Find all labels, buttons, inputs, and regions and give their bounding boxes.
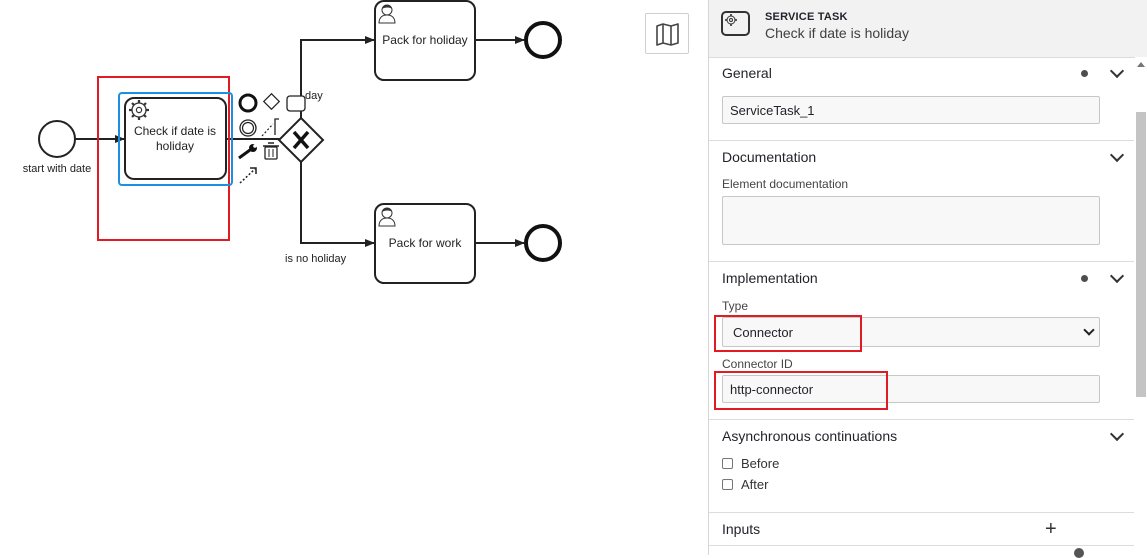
- async-after-label: After: [741, 477, 769, 492]
- async-before-checkbox[interactable]: [722, 458, 733, 469]
- implementation-type-select[interactable]: Connector: [722, 317, 1100, 347]
- connect-icon[interactable]: [239, 167, 257, 184]
- flow-no-holiday-label: is no holiday: [285, 253, 347, 265]
- connector-id-highlight-box: [714, 371, 888, 410]
- group-inputs: Inputs +: [709, 513, 1134, 546]
- group-async-title: Asynchronous continuations: [722, 428, 898, 444]
- flow-gateway-to-holiday[interactable]: [300, 36, 375, 119]
- gateway-x-icon: [292, 130, 310, 150]
- service-task-gear-icon: [129, 100, 149, 120]
- exclusive-gateway[interactable]: [277, 116, 325, 164]
- type-highlight-box: [714, 315, 862, 352]
- group-documentation-title: Documentation: [722, 149, 817, 165]
- diagram-svg[interactable]: start with date Check if date is holiday: [0, 0, 708, 555]
- element-name-label: Check if date is holiday: [765, 25, 909, 41]
- element-documentation-label: Element documentation: [722, 177, 849, 191]
- bpmn-canvas[interactable]: start with date Check if date is holiday: [0, 0, 708, 555]
- user-task-pack-work[interactable]: [374, 203, 476, 284]
- connector-id-label: Connector ID: [722, 357, 793, 371]
- service-task-label-line1: Check if date is: [134, 124, 216, 138]
- group-general-title: General: [722, 65, 772, 81]
- next-group-dot: [1074, 548, 1084, 558]
- add-input-plus-icon[interactable]: +: [1045, 518, 1057, 540]
- element-id-input[interactable]: ServiceTask_1: [722, 96, 1100, 124]
- group-inputs-title: Inputs: [722, 521, 761, 537]
- flow-gateway-to-work[interactable]: [300, 160, 375, 247]
- group-documentation-header[interactable]: Documentation: [709, 141, 1134, 174]
- element-type-label: SERVICE TASK: [765, 11, 848, 23]
- selection-outline: [118, 92, 233, 186]
- type-label: Type: [722, 299, 749, 313]
- task-highlight-box: [97, 76, 230, 241]
- implementation-type-value: Connector: [733, 325, 793, 340]
- properties-panel: SERVICE TASK Check if date is holiday Ge…: [708, 0, 1147, 558]
- chevron-down-icon[interactable]: [1109, 63, 1125, 79]
- service-task-label-line2: holiday: [156, 139, 194, 153]
- start-event-label: start with date: [23, 163, 91, 175]
- task-icon[interactable]: [286, 95, 306, 112]
- group-general-header[interactable]: General: [709, 57, 1134, 90]
- chevron-down-icon[interactable]: [1109, 268, 1125, 284]
- context-pad[interactable]: [238, 92, 306, 184]
- panel-header: SERVICE TASK Check if date is holiday: [709, 0, 1147, 58]
- data-marker-dot: [1081, 70, 1088, 77]
- service-task-icon: [721, 11, 750, 36]
- group-documentation: Documentation Element documentation: [709, 141, 1134, 262]
- group-implementation-title: Implementation: [722, 270, 818, 286]
- group-async-header[interactable]: Asynchronous continuations: [709, 420, 1134, 453]
- group-implementation-header[interactable]: Implementation: [709, 262, 1134, 295]
- user-icon: [378, 207, 396, 227]
- user-task-pack-work-label: Pack for work: [389, 236, 463, 250]
- panel-scrollbar-thumb[interactable]: [1136, 112, 1146, 397]
- wrench-icon[interactable]: [238, 144, 257, 160]
- user-task-pack-holiday[interactable]: [374, 0, 476, 81]
- group-implementation: Implementation Type Connector Connector …: [709, 262, 1134, 420]
- user-icon: [378, 4, 396, 24]
- map-icon: [656, 23, 679, 46]
- start-event[interactable]: [38, 120, 76, 158]
- chevron-down-icon[interactable]: [1109, 426, 1125, 442]
- element-documentation-textarea[interactable]: [722, 196, 1100, 245]
- group-async-continuations: Asynchronous continuations Before After: [709, 420, 1134, 513]
- chevron-down-icon[interactable]: [1109, 147, 1125, 163]
- gateway-icon[interactable]: [262, 92, 281, 111]
- connector-id-input[interactable]: http-connector: [722, 375, 1100, 403]
- minimap-toggle-button[interactable]: [645, 13, 689, 54]
- service-task-check-holiday[interactable]: [124, 97, 227, 180]
- async-before-label: Before: [741, 456, 780, 471]
- end-event-work[interactable]: [524, 224, 562, 262]
- delete-icon[interactable]: [263, 142, 279, 160]
- group-inputs-header[interactable]: Inputs +: [709, 513, 1134, 546]
- user-task-pack-holiday-label: Pack for holiday: [382, 33, 467, 47]
- end-event-icon[interactable]: [238, 93, 258, 113]
- text-annotation-icon[interactable]: [261, 118, 279, 137]
- async-after-checkbox[interactable]: [722, 479, 733, 490]
- group-general: General ServiceTask_1: [709, 57, 1134, 141]
- end-event-holiday[interactable]: [524, 21, 562, 59]
- scroll-up-arrow-icon[interactable]: [1137, 62, 1145, 67]
- chevron-down-icon: [1083, 324, 1095, 336]
- data-marker-dot: [1081, 275, 1088, 282]
- flow-holiday-label: day: [305, 90, 323, 102]
